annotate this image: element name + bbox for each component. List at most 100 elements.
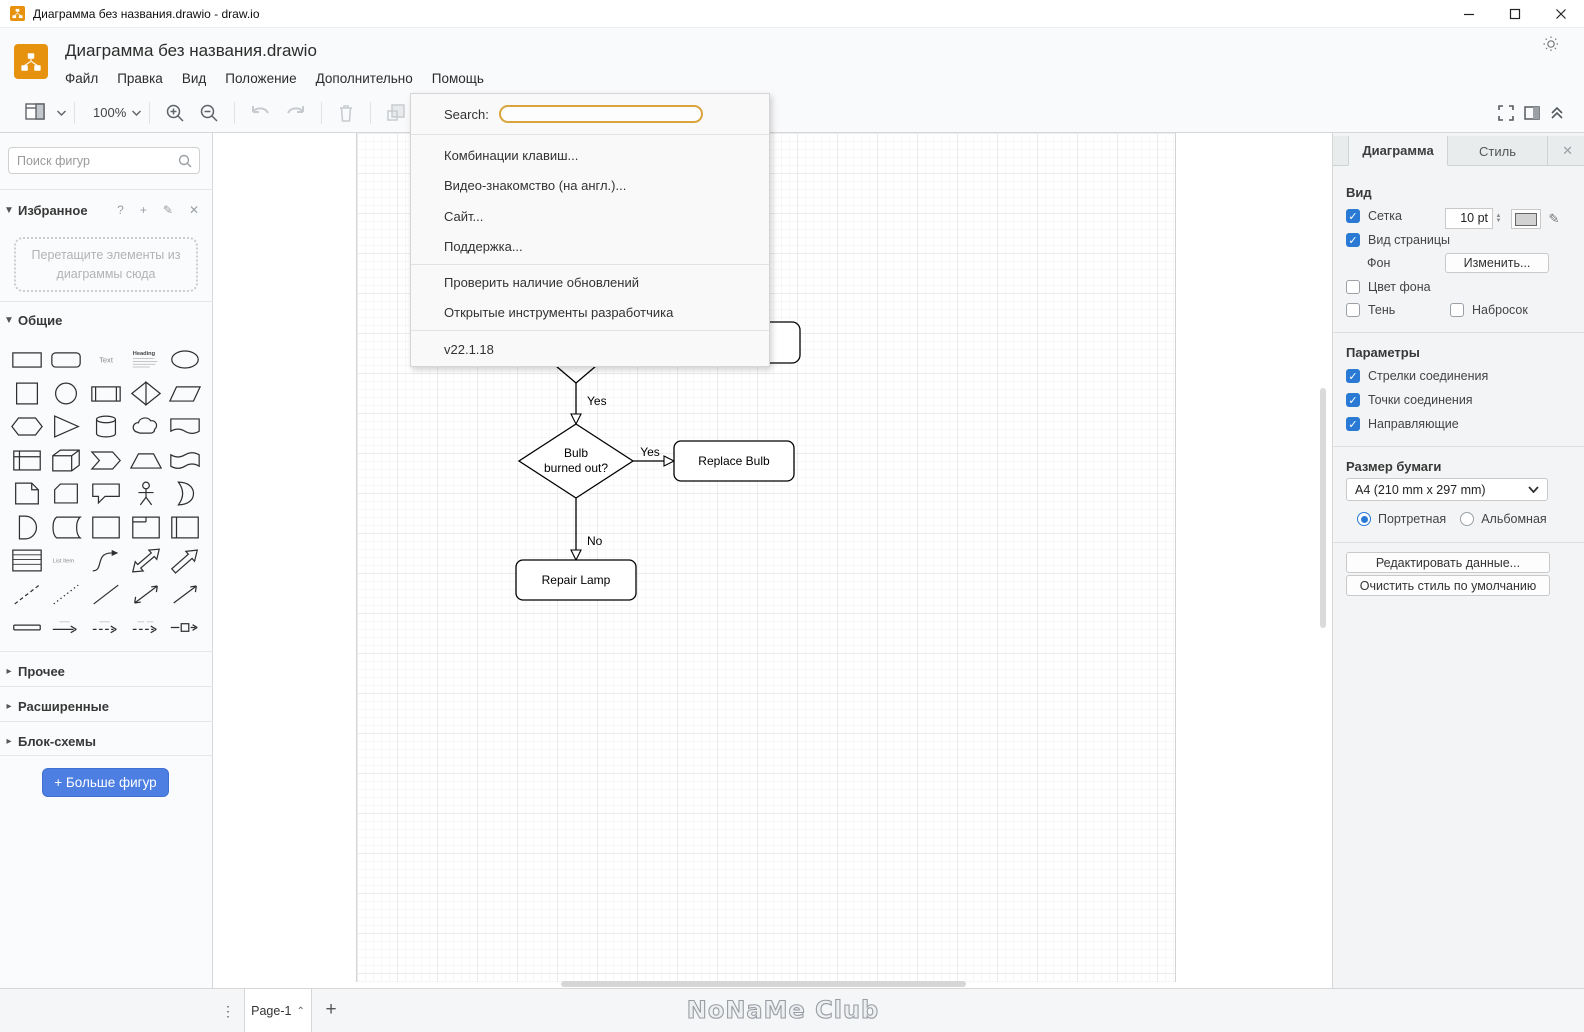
horizontal-scrollbar[interactable]	[561, 981, 966, 987]
shape-dashed-line[interactable]	[7, 578, 47, 612]
shape-circle[interactable]	[47, 377, 87, 411]
menu-view[interactable]: Вид	[181, 71, 207, 86]
grid-checkbox[interactable]: ✓	[1346, 209, 1360, 223]
vertical-scrollbar[interactable]	[1320, 388, 1326, 628]
shape-callout[interactable]	[86, 477, 126, 511]
shape-cloud[interactable]	[126, 410, 166, 444]
shape-search-box[interactable]	[8, 147, 200, 174]
shape-step[interactable]	[86, 444, 126, 478]
shape-dotted-line[interactable]	[47, 578, 87, 612]
shape-process[interactable]	[86, 377, 126, 411]
edit-data-button[interactable]: Редактировать данные...	[1346, 552, 1550, 573]
theme-toggle-icon[interactable]	[1542, 35, 1560, 53]
menu-extras[interactable]: Дополнительно	[315, 71, 413, 86]
grid-size-stepper[interactable]: ▲▼	[1495, 212, 1502, 224]
bg-color-checkbox[interactable]	[1346, 280, 1360, 294]
grid-size-input[interactable]: 10 pt	[1445, 208, 1493, 229]
menu-file[interactable]: Файл	[65, 71, 99, 86]
change-background-button[interactable]: Изменить...	[1445, 253, 1549, 273]
shape-note[interactable]	[7, 477, 47, 511]
minimize-button[interactable]	[1446, 0, 1492, 28]
shape-card[interactable]	[47, 477, 87, 511]
edge-label-no[interactable]: No	[587, 534, 603, 548]
add-page-button[interactable]: +	[325, 999, 337, 1020]
close-icon[interactable]: ✕	[188, 203, 199, 217]
menu-item-check-updates[interactable]: Проверить наличие обновлений	[444, 274, 639, 290]
shape-square[interactable]	[7, 377, 47, 411]
more-shapes-button[interactable]: + Больше фигур	[42, 768, 169, 797]
connection-points-checkbox[interactable]: ✓	[1346, 393, 1360, 407]
page-view-caret-icon[interactable]	[57, 110, 66, 116]
fullscreen-icon[interactable]	[1498, 105, 1514, 121]
shape-bidirectional-connector[interactable]	[126, 578, 166, 612]
shape-document[interactable]	[165, 410, 205, 444]
shape-directional-connector[interactable]	[165, 578, 205, 612]
tab-diagram[interactable]: Диаграмма	[1348, 136, 1448, 166]
edge-label-yes-right[interactable]: Yes	[640, 445, 660, 459]
shape-rounded-rectangle[interactable]	[47, 343, 87, 377]
portrait-radio[interactable]	[1357, 512, 1371, 526]
drawing-canvas[interactable]: Yes Bulb burned out? Yes Replace Bulb No…	[213, 133, 1332, 988]
shape-ellipse[interactable]	[165, 343, 205, 377]
shape-arrow-right[interactable]	[47, 611, 87, 645]
hidden-diamond-tip[interactable]	[555, 365, 597, 384]
pages-menu-icon[interactable]: ⋮	[221, 1002, 235, 1019]
close-button[interactable]	[1538, 0, 1584, 28]
shape-search-input[interactable]	[9, 153, 178, 168]
shape-frame[interactable]	[126, 511, 166, 545]
edge-label-yes-top[interactable]: Yes	[587, 394, 607, 408]
shape-arrow[interactable]	[165, 544, 205, 578]
help-icon[interactable]: ?	[117, 203, 124, 217]
menu-item-dev-tools[interactable]: Открытые инструменты разработчика	[444, 305, 674, 321]
shape-heading[interactable]: Heading	[126, 343, 166, 377]
menu-item-keyboard-shortcuts[interactable]: Комбинации клавиш...	[444, 147, 579, 163]
menu-arrange[interactable]: Положение	[225, 71, 297, 86]
shape-list[interactable]	[7, 544, 47, 578]
add-icon[interactable]: +	[139, 203, 147, 217]
section-misc[interactable]: ▸ Прочее	[0, 660, 213, 682]
grid-color-button[interactable]	[1511, 209, 1541, 229]
replace-bulb-node[interactable]	[673, 440, 795, 482]
zoom-out-button[interactable]	[192, 103, 226, 123]
shape-actor[interactable]	[126, 477, 166, 511]
shape-link[interactable]	[7, 611, 47, 645]
shape-dashed-arrow-right[interactable]	[86, 611, 126, 645]
shape-data-storage[interactable]	[47, 511, 87, 545]
section-advanced[interactable]: ▸ Расширенные	[0, 695, 213, 717]
sketch-checkbox[interactable]	[1450, 303, 1464, 317]
shape-or[interactable]	[165, 477, 205, 511]
shape-tape[interactable]	[165, 444, 205, 478]
grid-color-edit-icon[interactable]: ✎	[1548, 211, 1560, 226]
format-panel-toggle-icon[interactable]	[1524, 106, 1540, 120]
page-tab[interactable]: Page-1 ⌃	[244, 989, 312, 1032]
clear-default-style-button[interactable]: Очистить стиль по умолчанию	[1346, 575, 1550, 596]
zoom-dropdown[interactable]: 100%	[83, 105, 142, 120]
connection-arrows-checkbox[interactable]: ✓	[1346, 369, 1360, 383]
menu-item-website[interactable]: Сайт...	[444, 208, 484, 224]
shape-rectangle[interactable]	[7, 343, 47, 377]
general-section-header[interactable]: ▼ Общие	[0, 309, 213, 331]
shape-parallelogram[interactable]	[165, 377, 205, 411]
repair-lamp-node[interactable]	[515, 559, 637, 601]
menu-help[interactable]: Помощь	[431, 71, 484, 86]
shape-bidirectional-arrow[interactable]	[126, 544, 166, 578]
menu-item-quick-start-video[interactable]: Видео-знакомство (на англ.)...	[444, 178, 627, 194]
shape-curve[interactable]	[86, 544, 126, 578]
edit-icon[interactable]: ✎	[162, 203, 173, 217]
shadow-checkbox[interactable]	[1346, 303, 1360, 317]
zoom-in-button[interactable]	[158, 103, 192, 123]
shape-internal-storage[interactable]	[7, 444, 47, 478]
menu-edit[interactable]: Правка	[117, 71, 163, 86]
shape-trapezoid[interactable]	[126, 444, 166, 478]
shape-labeled-arrow[interactable]	[126, 611, 166, 645]
shape-cylinder[interactable]	[86, 410, 126, 444]
page-view-button[interactable]	[18, 103, 54, 122]
shape-line[interactable]	[86, 578, 126, 612]
guides-checkbox[interactable]: ✓	[1346, 417, 1360, 431]
help-search-input[interactable]	[498, 105, 703, 123]
shape-triangle[interactable]	[47, 410, 87, 444]
delete-button[interactable]	[330, 103, 362, 123]
shape-hexagon[interactable]	[7, 410, 47, 444]
close-panel-icon[interactable]: ✕	[1562, 142, 1573, 158]
shape-vertical-container[interactable]	[165, 511, 205, 545]
